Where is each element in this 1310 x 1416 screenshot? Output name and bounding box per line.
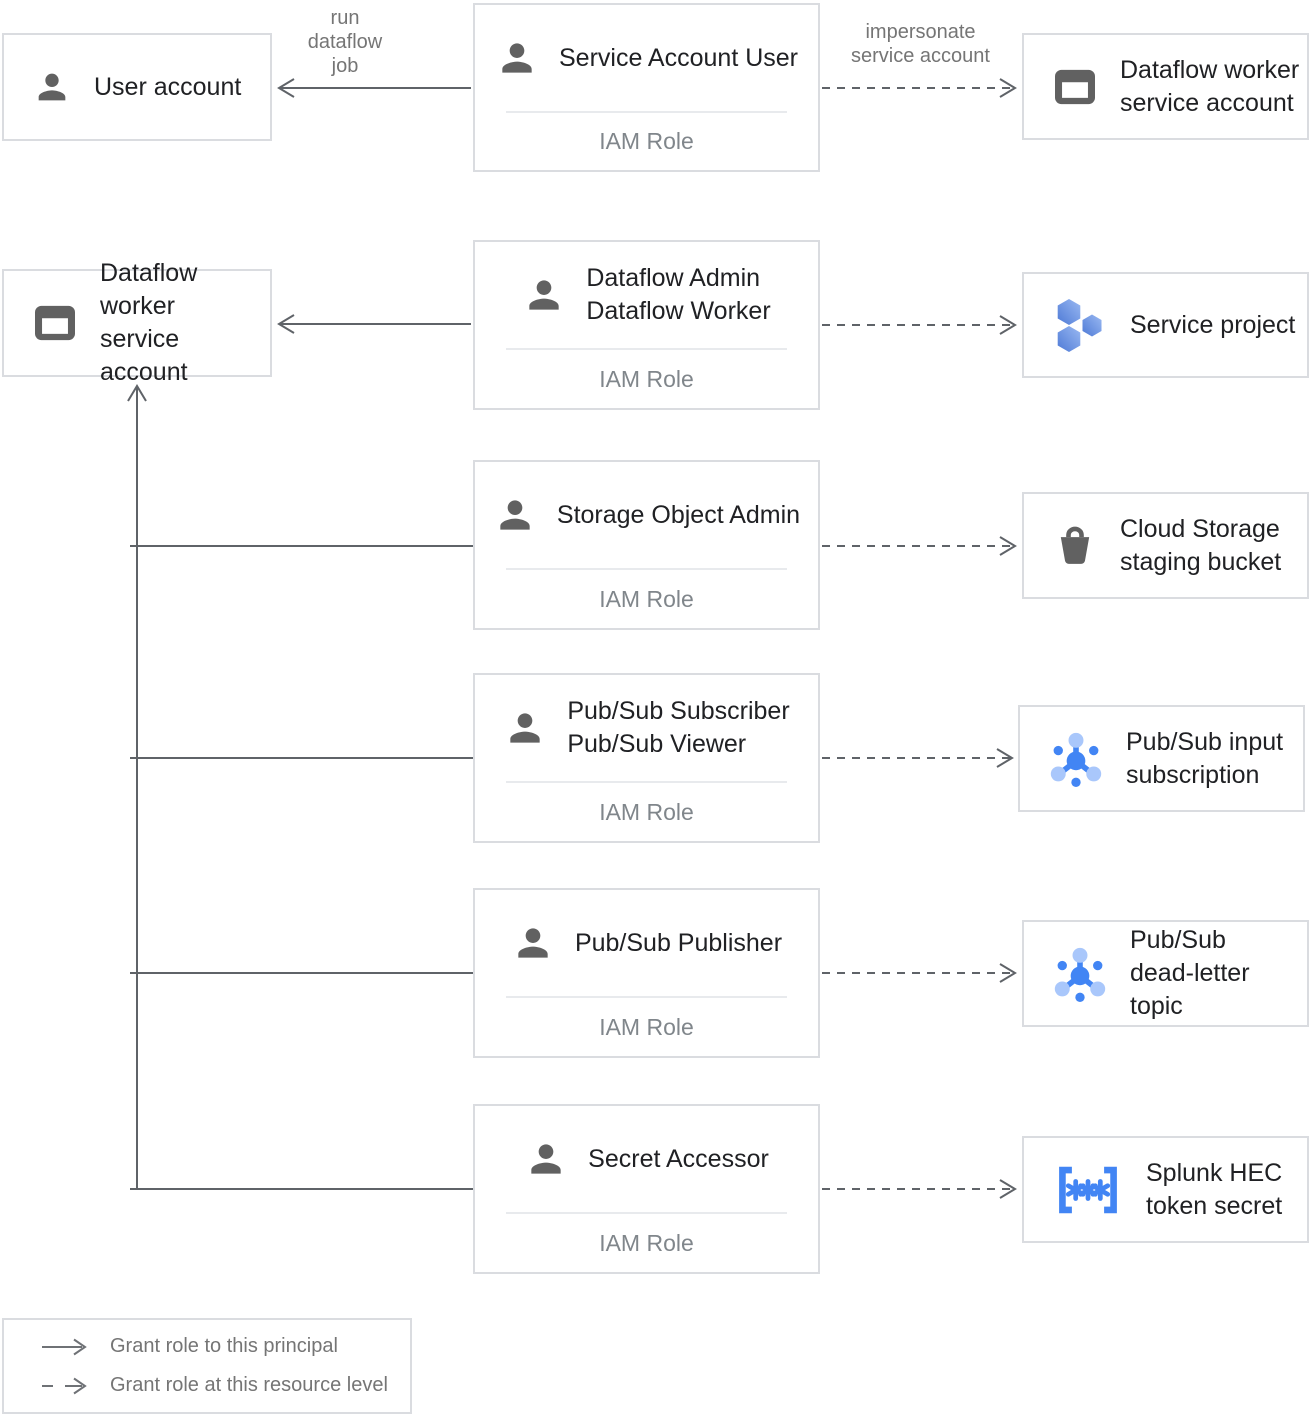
service-project-box: Service project xyxy=(1022,272,1309,378)
iam-box-dataflow-admin-worker: Dataflow Admin Dataflow Worker IAM Role xyxy=(473,240,820,410)
person-icon xyxy=(524,1137,568,1181)
splunk-hec-token-secret-box: Splunk HEC token secret xyxy=(1022,1136,1309,1243)
divider xyxy=(506,568,787,570)
person-icon xyxy=(495,36,539,80)
divider xyxy=(506,111,787,113)
resource-label: Splunk HEC token secret xyxy=(1146,1158,1283,1220)
legend-row-dashed: Grant role at this resource level xyxy=(40,1374,410,1397)
service-account-card-icon xyxy=(32,303,78,343)
user-account-box: User account xyxy=(2,33,272,141)
person-icon xyxy=(493,493,537,537)
iam-title: Storage Object Admin xyxy=(556,500,801,529)
pubsub-input-subscription-box: Pub/Sub input subscription xyxy=(1018,705,1305,812)
resource-label: Pub/Sub input subscription xyxy=(1126,727,1284,789)
secret-icon xyxy=(1052,1163,1124,1217)
resource-label: Service project xyxy=(1130,310,1296,339)
person-icon xyxy=(503,706,547,750)
resource-label: Cloud Storage staging bucket xyxy=(1120,514,1282,576)
storage-bucket-icon xyxy=(1052,523,1098,569)
iam-title: Service Account User xyxy=(559,43,798,72)
iam-box-secret-accessor: Secret Accessor IAM Role xyxy=(473,1104,820,1274)
person-icon xyxy=(511,921,555,965)
iam-role-subtitle: IAM Role xyxy=(599,1229,694,1256)
dataflow-worker-sa-box: Dataflow worker service account xyxy=(2,259,272,386)
pubsub-icon xyxy=(1048,727,1104,791)
resource-level-arrows xyxy=(822,78,1017,1199)
legend-row-solid: Grant role to this principal xyxy=(40,1335,410,1358)
dataflow-worker-sa-label: Dataflow worker service account xyxy=(100,259,198,386)
iam-role-subtitle: IAM Role xyxy=(599,798,694,825)
edge-label-run-dataflow-job: run dataflow job xyxy=(307,7,383,77)
divider xyxy=(506,348,787,350)
pubsub-icon xyxy=(1052,942,1108,1006)
iam-title: Pub/Sub Publisher xyxy=(574,928,783,957)
legend-box: Grant role to this principal Grant role … xyxy=(2,1318,412,1414)
iam-box-service-account-user: Service Account User IAM Role xyxy=(473,3,820,172)
pubsub-dead-letter-topic-box: Pub/Sub dead-letter topic xyxy=(1022,920,1309,1027)
iam-role-subtitle: IAM Role xyxy=(599,128,694,154)
divider xyxy=(506,1212,787,1214)
iam-role-subtitle: IAM Role xyxy=(599,365,694,392)
resource-label: Dataflow worker service account xyxy=(1120,55,1300,117)
cloud-storage-bucket-box: Cloud Storage staging bucket xyxy=(1022,492,1309,599)
person-icon xyxy=(32,67,72,107)
edge-label-impersonate: impersonate service account xyxy=(851,21,990,67)
project-hexagons-icon xyxy=(1052,297,1108,353)
dashed-arrow-icon xyxy=(40,1375,92,1397)
iam-title: Secret Accessor xyxy=(588,1144,769,1173)
person-icon xyxy=(522,273,566,317)
iam-box-storage-object-admin: Storage Object Admin IAM Role xyxy=(473,460,820,630)
iam-role-subtitle: IAM Role xyxy=(599,1013,694,1040)
iam-box-pubsub-publisher: Pub/Sub Publisher IAM Role xyxy=(473,888,820,1058)
user-account-label: User account xyxy=(94,72,242,101)
grant-role-trunk xyxy=(127,384,473,1190)
iam-box-pubsub-subscriber-viewer: Pub/Sub Subscriber Pub/Sub Viewer IAM Ro… xyxy=(473,673,820,843)
solid-arrow-icon xyxy=(40,1336,92,1358)
resource-label: Pub/Sub dead-letter topic xyxy=(1130,926,1250,1020)
iam-title: Dataflow Admin Dataflow Worker xyxy=(586,264,771,325)
divider xyxy=(506,996,787,998)
legend-dashed-label: Grant role at this resource level xyxy=(110,1374,388,1396)
iam-title: Pub/Sub Subscriber Pub/Sub Viewer xyxy=(567,697,790,758)
legend-solid-label: Grant role to this principal xyxy=(110,1335,338,1357)
dataflow-worker-sa-resource-box: Dataflow worker service account xyxy=(1022,33,1309,140)
divider xyxy=(506,781,787,783)
service-account-card-icon xyxy=(1052,67,1098,107)
iam-role-subtitle: IAM Role xyxy=(599,585,694,612)
